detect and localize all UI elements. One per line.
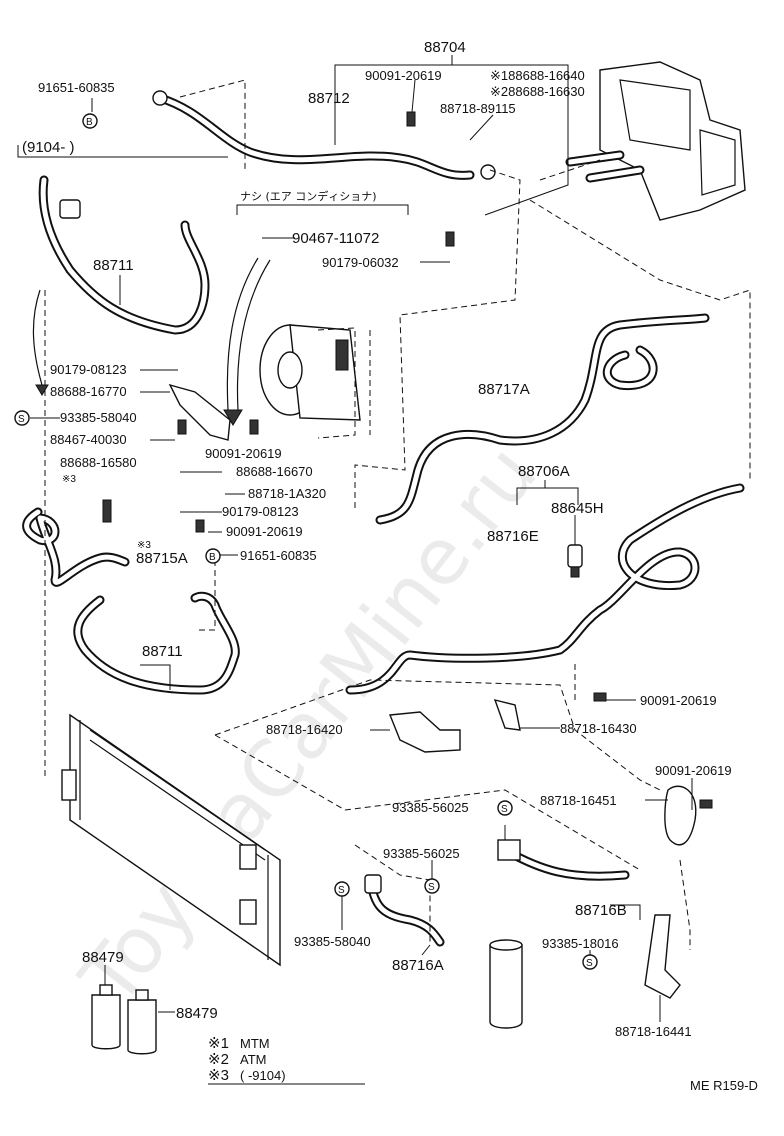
label-93385-56025-a: 93385-56025: [392, 800, 469, 815]
label-88717A: 88717A: [478, 381, 530, 398]
svg-text:S: S: [501, 804, 508, 815]
assembly-dashed-lines: [44, 79, 751, 950]
label-90091-20619: 90091-20619: [365, 68, 442, 83]
group-brackets: [17, 55, 579, 505]
pipe-88716A: [364, 874, 445, 947]
label-90091-20619-r2: 90091-20619: [655, 763, 732, 778]
brackets-88718-16420-16430: [389, 699, 521, 753]
label-88716E: 88716E: [487, 528, 539, 545]
label-288688-16630: ※288688-16630: [490, 84, 585, 99]
bracket-88718-16451: [664, 785, 697, 846]
bottles-88479: [91, 984, 157, 1055]
label-90179-08123-a: 90179-08123: [50, 362, 127, 377]
label-88716B: 88716B: [575, 902, 627, 919]
label-88704: 88704: [424, 39, 466, 56]
label-88688-16670: 88688-16670: [236, 464, 313, 479]
label-90091-20619-mid: 90091-20619: [205, 446, 282, 461]
hose-88716B: [497, 839, 630, 881]
label-88715A: 88715A: [136, 550, 188, 567]
label-88688-16580: 88688-16580: [60, 455, 137, 470]
badge-s-3: S: [424, 878, 440, 894]
badge-b-mid: B: [205, 548, 221, 564]
label-88479-a: 88479: [82, 949, 124, 966]
bracket-88718-16441: [644, 914, 681, 999]
hose-88716E: [345, 483, 745, 695]
label-90179-08123-b: 90179-08123: [222, 504, 299, 519]
label-japanese-note: ナシ (エア コンデ゙ィショナ): [240, 189, 377, 203]
label-93385-58040-b: 93385-58040: [294, 934, 371, 949]
bracket-88688-16770: [168, 383, 231, 441]
legend-text-1: MTM: [240, 1036, 270, 1051]
page-id: ME R159-D: [690, 1078, 758, 1093]
label-88718-16451: 88718-16451: [540, 793, 617, 808]
evaporator-unit: [565, 61, 746, 221]
label-88718-16430: 88718-16430: [560, 721, 637, 736]
badges: B S B S S S S: [14, 113, 598, 970]
label-91651-60835-b: 91651-60835: [240, 548, 317, 563]
legend-text-2: ATM: [240, 1052, 266, 1067]
label-88479-b: 88479: [176, 1005, 218, 1022]
label-group-9104: (9104- ): [22, 139, 75, 156]
label-188688-16640: ※188688-16640: [490, 68, 585, 83]
label-88718-16420: 88718-16420: [266, 722, 343, 737]
svg-text:S: S: [338, 885, 345, 896]
label-93385-58040-a: 93385-58040: [60, 410, 137, 425]
label-90091-20619-c: 90091-20619: [226, 524, 303, 539]
bolts: [102, 111, 713, 809]
hose-88711-top: [38, 175, 210, 335]
label-88712: 88712: [308, 90, 350, 107]
label-x3-a: ※3: [62, 474, 76, 485]
labels: 88704 91651-60835 90091-20619 ※188688-16…: [22, 39, 758, 1093]
legend-mark-2: ※2: [208, 1051, 229, 1068]
label-88718-16441: 88718-16441: [615, 1024, 692, 1039]
label-93385-56025-b: 93385-56025: [383, 846, 460, 861]
label-93385-18016: 93385-18016: [542, 936, 619, 951]
hose-88717A: [375, 313, 710, 525]
label-90179-06032: 90179-06032: [322, 255, 399, 270]
svg-text:B: B: [86, 117, 93, 128]
svg-text:S: S: [428, 882, 435, 893]
legend-mark-3: ※3: [208, 1067, 229, 1084]
label-88711-bottom: 88711: [142, 643, 183, 660]
label-88711-top: 88711: [93, 257, 134, 274]
legend-mark-1: ※1: [208, 1035, 229, 1052]
label-88706A: 88706A: [518, 463, 570, 480]
label-90467-11072: 90467-11072: [292, 230, 379, 247]
badge-s-5: S: [582, 954, 598, 970]
condenser: [61, 713, 281, 967]
badge-s-2: S: [497, 800, 513, 816]
legend-text-3: ( -9104): [240, 1068, 286, 1083]
pressure-switch-88645H: [567, 544, 583, 578]
flow-arrows: [32, 257, 271, 426]
label-88688-16770: 88688-16770: [50, 384, 127, 399]
leader-lines: [30, 79, 693, 1022]
label-88716A: 88716A: [392, 957, 444, 974]
badge-s-1: S: [14, 410, 30, 426]
svg-text:B: B: [209, 552, 216, 563]
label-x3-b: ※3: [137, 540, 151, 551]
label-90091-20619-r1: 90091-20619: [640, 693, 717, 708]
label-88645H: 88645H: [551, 500, 604, 517]
legend: ※1 MTM ※2 ATM ※3 ( -9104): [208, 1035, 365, 1085]
label-88718-1A320: 88718-1A320: [248, 486, 326, 501]
hose-88715A: [22, 507, 130, 587]
svg-text:S: S: [586, 958, 593, 969]
label-88718-89115: 88718-89115: [440, 101, 516, 116]
badge-s-4: S: [334, 881, 350, 897]
compressor: [259, 324, 361, 439]
receiver-drier: [489, 939, 523, 1029]
label-88467-40030: 88467-40030: [50, 432, 127, 447]
svg-text:S: S: [18, 414, 25, 425]
label-91651-60835: 91651-60835: [38, 80, 115, 95]
badge-b-top: B: [82, 113, 98, 129]
